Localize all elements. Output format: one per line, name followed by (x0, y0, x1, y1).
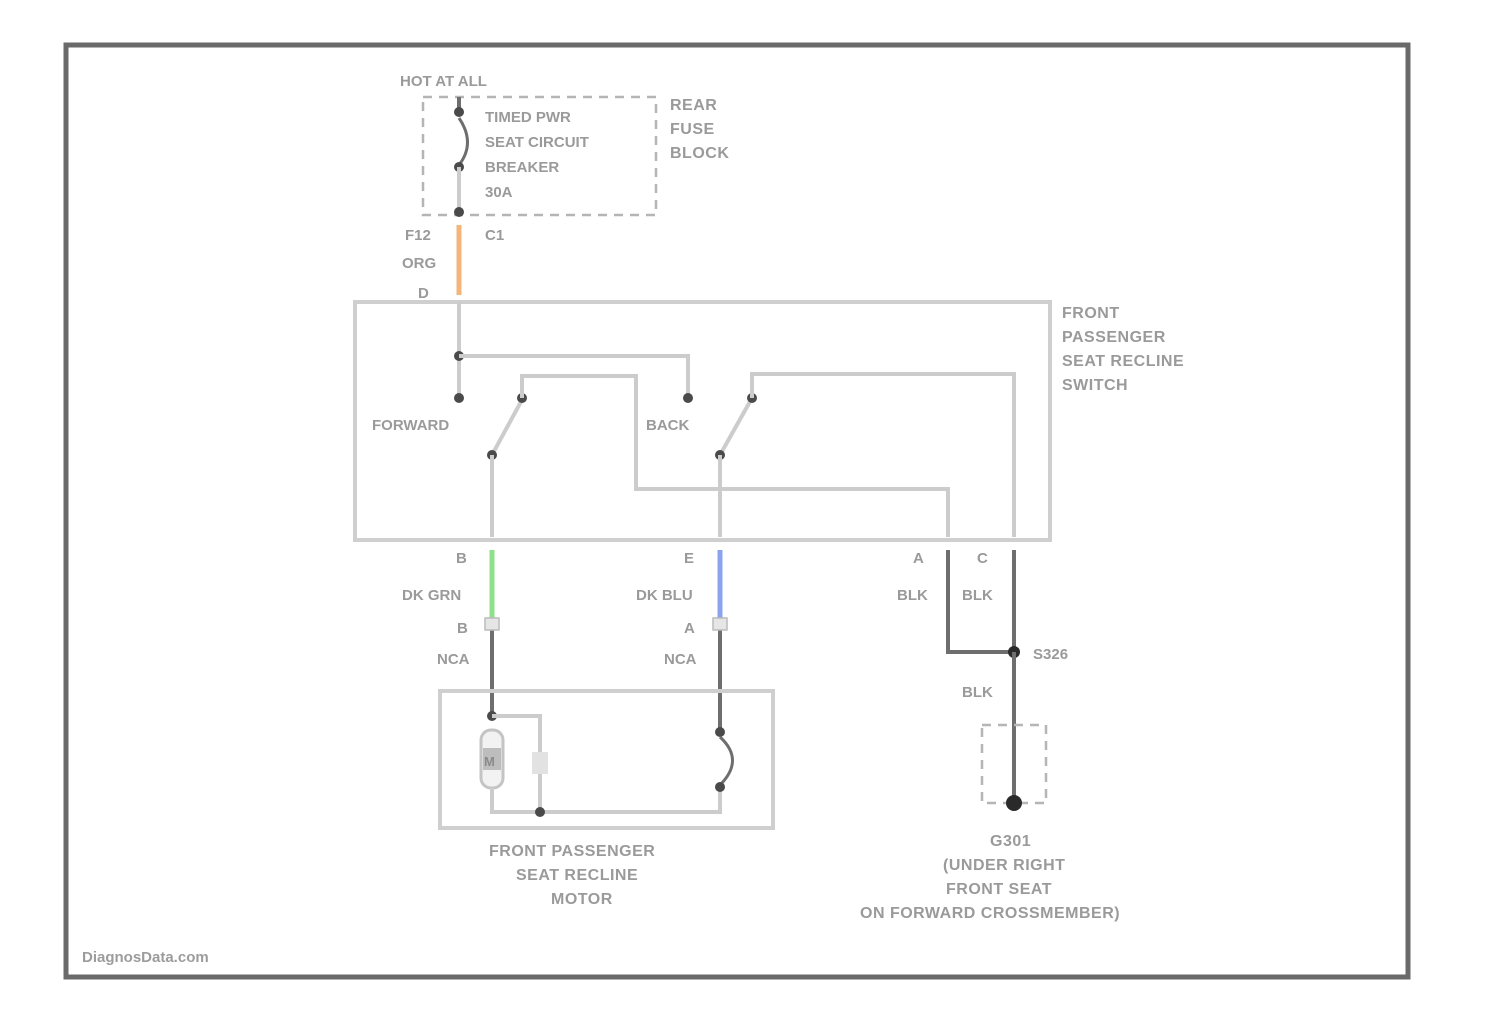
rear-fuse-block: HOT AT ALL TIMED PWR SEAT CIRCUIT BREAKE… (400, 73, 729, 244)
blue-connector-pin: A (684, 620, 695, 637)
switch-name-1: FRONT (1062, 305, 1120, 322)
fuse-line-3: BREAKER (485, 159, 559, 176)
ground-outline (980, 723, 1048, 805)
black-ground-color-label: BLK (962, 684, 993, 701)
diagram-frame (63, 42, 1411, 980)
circuit-breaker-icon (457, 117, 469, 166)
fuse-pin-left: F12 (405, 227, 431, 244)
fuse-block-outline (421, 95, 658, 217)
black-a-color-label: BLK (897, 587, 928, 604)
black-wire-a (946, 550, 1014, 654)
motor-symbol: M (484, 754, 495, 769)
green-connector-name: NCA (437, 651, 470, 668)
switch-pin-green: B (456, 550, 467, 567)
back-switch-blade (718, 397, 754, 456)
motor-name-1: FRONT PASSENGER (489, 843, 655, 860)
hot-at-all-label: HOT AT ALL (400, 73, 487, 90)
breaker-node-top (454, 107, 464, 117)
motor-breaker-top-node (715, 727, 725, 737)
motor-breaker-bottom-node (715, 782, 725, 792)
fuse-line-4: 30A (485, 184, 513, 201)
watermark: DiagnosData.com (82, 949, 209, 966)
green-wire-color-label: DK GRN (402, 587, 461, 604)
motor-name-3: MOTOR (551, 891, 613, 908)
motor-bottom-node (535, 807, 545, 817)
switch-pin-a: A (913, 550, 924, 567)
back-contact-node (683, 393, 693, 403)
fuse-block-name-3: BLOCK (670, 145, 729, 162)
ground-icon (1006, 795, 1022, 811)
forward-switch-blade (490, 397, 525, 456)
fuse-line-2: SEAT CIRCUIT (485, 134, 589, 151)
seat-recline-motor: M FRONT PASSENGER SEAT RECLINE MOTOR (438, 689, 775, 908)
switch-pin-c: C (977, 550, 988, 567)
switch-name-4: SWITCH (1062, 377, 1128, 394)
blue-connector (712, 617, 728, 631)
forward-common-wire (520, 374, 950, 537)
forward-label: FORWARD (372, 417, 449, 434)
motor-parallel-wire (492, 714, 542, 812)
ground-g301: G301 (UNDER RIGHT FRONT SEAT ON FORWARD … (860, 723, 1120, 922)
feed-wire-color-label: ORG (402, 255, 436, 272)
back-label: BACK (646, 417, 689, 434)
feed-wire-pin-label: D (418, 285, 429, 302)
ground-name-1: G301 (990, 833, 1031, 850)
switch-name-3: SEAT RECLINE (1062, 353, 1184, 370)
fuse-block-name-2: FUSE (670, 121, 715, 138)
motor-outline (438, 689, 775, 830)
switch-pin-blue: E (684, 550, 694, 567)
fuse-pin-right: C1 (485, 227, 504, 244)
motor-limit-element (532, 752, 548, 774)
seat-recline-switch: FRONT PASSENGER SEAT RECLINE SWITCH FORW… (353, 300, 1184, 542)
switch-name-2: PASSENGER (1062, 329, 1166, 346)
fuse-line-1: TIMED PWR (485, 109, 571, 126)
ground-name-2: (UNDER RIGHT (943, 857, 1065, 874)
forward-contact-node (454, 393, 464, 403)
blue-connector-name: NCA (664, 651, 697, 668)
feed-to-back-wire (459, 354, 690, 398)
blue-wire-color-label: DK BLU (636, 587, 693, 604)
fuse-block-name-1: REAR (670, 97, 717, 114)
motor-circuit-breaker-icon (718, 735, 734, 787)
motor-name-2: SEAT RECLINE (516, 867, 638, 884)
ground-name-3: FRONT SEAT (946, 881, 1052, 898)
switch-outline (353, 300, 1052, 542)
green-connector-pin: B (457, 620, 468, 637)
green-connector (484, 617, 500, 631)
splice-label: S326 (1033, 646, 1068, 663)
black-c-color-label: BLK (962, 587, 993, 604)
ground-name-4: ON FORWARD CROSSMEMBER) (860, 905, 1120, 922)
motor-return-wire (490, 788, 722, 814)
motor-core (483, 748, 501, 770)
fuse-terminal-node (454, 207, 464, 217)
back-common-wire (750, 372, 1016, 537)
